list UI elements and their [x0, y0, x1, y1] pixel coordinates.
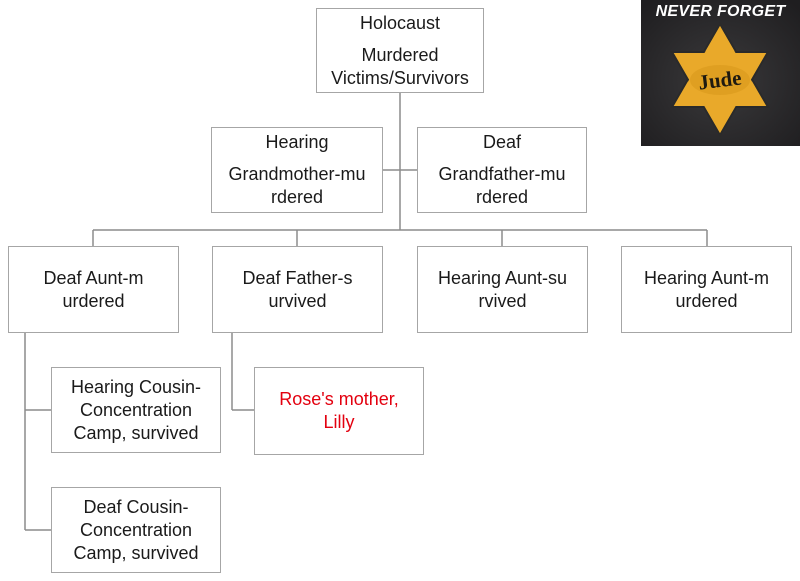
deaf-cousin-label: Deaf Cousin-Concentration Camp, survived	[73, 496, 199, 563]
star-text: Jude	[697, 65, 743, 94]
node-holocaust-root: Holocaust Murdered Victims/Survivors	[316, 8, 484, 93]
hearing-aunt-survived-label: Hearing Aunt-survived	[437, 267, 568, 311]
node-deaf-cousin: Deaf Cousin-Concentration Camp, survived	[51, 487, 221, 573]
hearing-cousin-label: Hearing Cousin-Concentration Camp, survi…	[70, 376, 202, 443]
node-hearing-aunt-murdered: Hearing Aunt-murdered	[621, 246, 792, 333]
grandmother-title: Hearing	[265, 132, 329, 152]
never-forget-title: NEVER FORGET	[655, 3, 786, 20]
grandfather-subtitle: Grandfather-murdered	[438, 164, 566, 207]
node-roses-mother: Rose's mother, Lilly	[254, 367, 424, 455]
root-title: Holocaust	[359, 12, 441, 33]
deaf-father-label: Deaf Father-survived	[242, 267, 353, 311]
star-of-david-icon: Jude	[641, 0, 800, 146]
grandmother-subtitle: Grandmother-murdered	[228, 164, 366, 207]
roses-mother-label: Rose's mother, Lilly	[279, 389, 399, 432]
node-deaf-grandfather: Deaf Grandfather-murdered	[417, 127, 587, 213]
node-hearing-grandmother: Hearing Grandmother-murdered	[211, 127, 383, 213]
never-forget-badge: Jude NEVER FORGET	[641, 0, 800, 146]
root-subtitle: Murdered Victims/Survivors	[331, 44, 469, 88]
node-deaf-aunt: Deaf Aunt-murdered	[8, 246, 179, 333]
node-deaf-father: Deaf Father-survived	[212, 246, 383, 333]
grandfather-title: Deaf	[482, 132, 522, 152]
hearing-aunt-murdered-label: Hearing Aunt-murdered	[643, 267, 770, 311]
node-hearing-aunt-survived: Hearing Aunt-survived	[417, 246, 588, 333]
deaf-aunt-label: Deaf Aunt-murdered	[43, 267, 144, 311]
node-hearing-cousin: Hearing Cousin-Concentration Camp, survi…	[51, 367, 221, 453]
